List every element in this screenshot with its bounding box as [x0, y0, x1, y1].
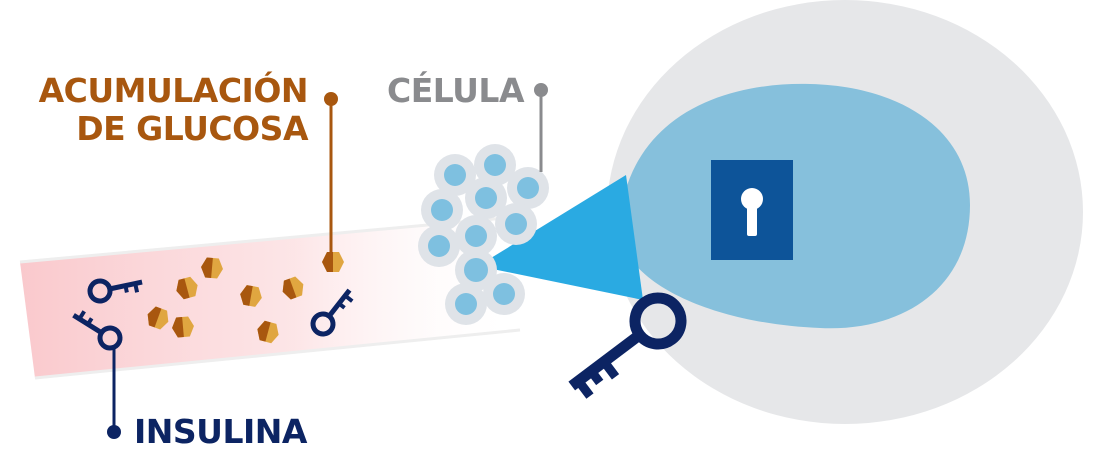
cell-cluster: [418, 144, 549, 325]
cell-icon: [483, 273, 525, 315]
glucose-molecule-icon: [201, 257, 223, 279]
cell-label: CÉLULA: [387, 70, 525, 110]
key-icon: [87, 278, 143, 304]
cell-icon: [445, 283, 487, 325]
glucose-molecule-icon: [172, 316, 194, 338]
cell-icon: [474, 144, 516, 186]
glucose-label-line2: DE GLUCOSA: [76, 109, 309, 148]
glucose-molecule-icon: [257, 320, 279, 344]
glucose-molecule-icon: [147, 306, 169, 330]
key-icon: [72, 310, 123, 351]
magnification-beam: [478, 175, 643, 300]
glucose-molecule-icon: [176, 276, 198, 300]
cell-icon: [455, 215, 497, 257]
cell-icon: [507, 167, 549, 209]
glucose-molecules: [147, 252, 344, 344]
insulin-leader: [107, 346, 121, 439]
cell-icon: [465, 177, 507, 219]
glucose-molecule-icon: [240, 285, 262, 307]
key-icon: [568, 292, 687, 399]
cell-leader: [534, 83, 548, 172]
glucose-molecule-icon: [322, 252, 344, 272]
glucose-molecule-icon: [282, 276, 304, 300]
cell-icon: [418, 225, 460, 267]
cell-icon: [421, 189, 463, 231]
key-icon: [310, 288, 354, 337]
glucose-label-line1: ACUMULACIÓN: [39, 70, 308, 110]
cell-icon: [495, 203, 537, 245]
lock-icon: [711, 160, 793, 260]
zoomed-cell: [607, 0, 1083, 424]
glucose-leader: [324, 92, 338, 252]
zoomed-cell-interior: [621, 83, 970, 329]
blood-vessel: [19, 216, 521, 380]
cell-icon: [455, 249, 497, 291]
insulin-label: INSULINA: [134, 412, 308, 451]
cell-icon: [434, 154, 476, 196]
